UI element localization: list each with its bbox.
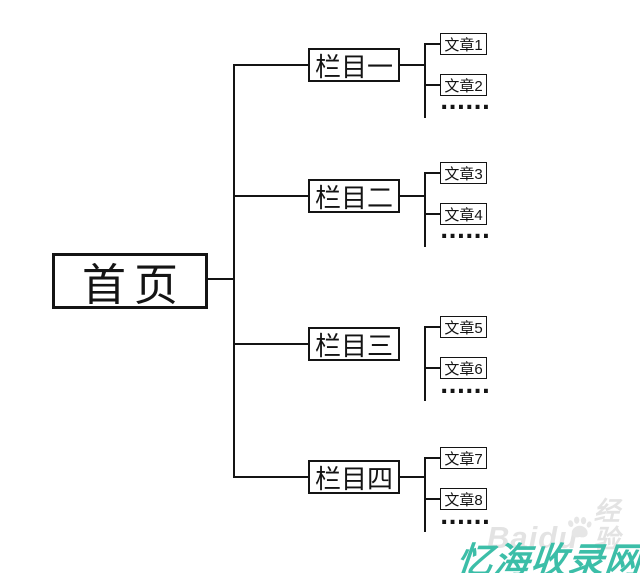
node-article-5: 文章5 — [440, 316, 487, 338]
trunk-to-column-line — [234, 476, 308, 478]
home-to-trunk-line — [208, 278, 235, 280]
baidu-watermark-suffix: 经验 — [593, 496, 621, 554]
node-article-8: 文章8 — [440, 488, 487, 510]
node-home-label: 首页 — [82, 261, 186, 310]
article-label: 文章3 — [444, 165, 483, 183]
column-label: 栏目三 — [314, 330, 393, 361]
node-article-6: 文章6 — [440, 357, 487, 379]
article-label: 文章2 — [444, 77, 483, 95]
article-label: 文章6 — [444, 360, 483, 378]
articles-vertical-line — [424, 457, 426, 532]
node-article-2: 文章2 — [440, 74, 487, 96]
articles-vertical-line — [424, 172, 426, 247]
column-to-articles-line — [400, 476, 425, 478]
ellipsis-more-articles: ...... — [440, 219, 491, 244]
trunk-to-column-line — [234, 195, 308, 197]
paw-icon — [568, 516, 592, 538]
node-home: 首页 — [52, 253, 208, 310]
article-label: 文章7 — [444, 450, 483, 468]
trunk-line — [233, 64, 235, 478]
article-stub-line — [425, 498, 440, 500]
article-stub-line — [425, 172, 440, 174]
ellipsis-more-articles: ...... — [440, 90, 491, 115]
article-stub-line — [425, 84, 440, 86]
node-column-1: 栏目一 — [308, 48, 400, 82]
baidu-watermark-text: Baidu — [487, 520, 579, 555]
article-stub-line — [425, 43, 440, 45]
column-label: 栏目四 — [314, 463, 393, 494]
site-name-watermark: 忆海收录网 — [454, 540, 640, 573]
node-article-3: 文章3 — [440, 162, 487, 184]
ellipsis-more-articles: ...... — [440, 374, 491, 399]
node-article-7: 文章7 — [440, 447, 487, 469]
articles-vertical-line — [424, 326, 426, 401]
baidu-experience-watermark: Baidu 经验 — [487, 497, 640, 553]
trunk-to-column-line — [234, 64, 308, 66]
article-stub-line — [425, 326, 440, 328]
article-label: 文章4 — [444, 206, 483, 224]
trunk-to-column-line — [234, 343, 308, 345]
article-label: 文章5 — [444, 319, 483, 337]
node-column-3: 栏目三 — [308, 327, 400, 361]
node-article-4: 文章4 — [440, 203, 487, 225]
article-stub-line — [425, 457, 440, 459]
ellipsis-more-articles: ...... — [440, 505, 491, 530]
articles-vertical-line — [424, 43, 426, 118]
node-column-4: 栏目四 — [308, 460, 400, 494]
node-article-1: 文章1 — [440, 33, 487, 55]
article-stub-line — [425, 213, 440, 215]
article-label: 文章1 — [444, 36, 483, 54]
node-column-2: 栏目二 — [308, 179, 400, 213]
article-stub-line — [425, 367, 440, 369]
column-label: 栏目一 — [314, 51, 393, 82]
column-label: 栏目二 — [314, 182, 393, 213]
article-label: 文章8 — [444, 491, 483, 509]
column-to-articles-line — [400, 195, 425, 197]
column-to-articles-line — [400, 64, 425, 66]
